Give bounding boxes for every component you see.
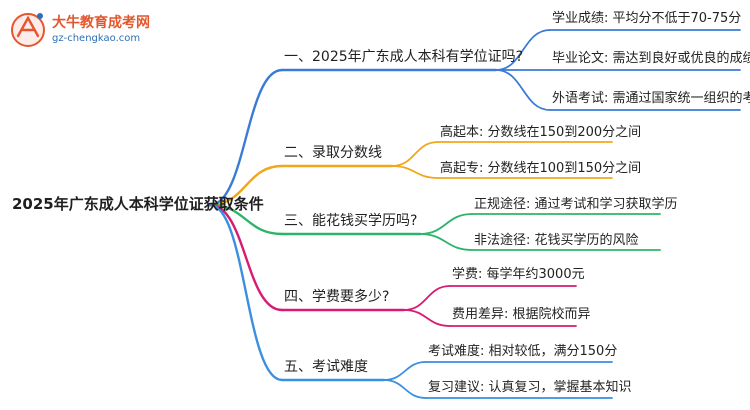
branch-4-label: 四、学费要多少?	[284, 289, 390, 305]
branch-4-leaf-2: 费用差异: 根据院校而异	[452, 307, 591, 322]
connector-branch-2-leaf-1	[391, 141, 439, 167]
branch-1-leaf-3: 外语考试: 需通过国家统一组织的考试	[552, 91, 750, 106]
branch-3-label: 三、能花钱买学历吗?	[284, 213, 418, 229]
branch-2-leaf-1: 高起本: 分数线在150到200分之间	[440, 125, 642, 140]
branch-1-leaf-1: 学业成绩: 平均分不低于70-75分	[552, 11, 742, 26]
connector-root-branch-1	[208, 68, 284, 207]
connector-root-branch-5	[208, 203, 284, 382]
connector-root-branch-3	[208, 203, 284, 236]
branch-4-leaf-1: 学费: 每学年约3000元	[452, 267, 585, 282]
branch-5-leaf-2: 复习建议: 认真复习，掌握基本知识	[428, 380, 632, 395]
connector-root-branch-4	[208, 203, 284, 312]
brand-title: 大牛教育成考网	[52, 15, 150, 31]
connector-branch-1-leaf-3	[495, 69, 551, 111]
brand-logo-icon	[11, 13, 45, 47]
connector-root-branch-2	[208, 164, 284, 207]
branch-2-label: 二、录取分数线	[284, 145, 382, 161]
brand-url: gz-chengkao.com	[52, 33, 141, 44]
connector-branch-3-leaf-1	[419, 213, 473, 235]
branch-5-leaf-1: 考试难度: 相对较低，满分150分	[428, 344, 618, 359]
branch-1-label: 一、2025年广东成人本科有学位证吗?	[284, 49, 524, 65]
connector-branch-5-leaf-2	[383, 379, 427, 399]
connector-branch-1-leaf-1	[495, 29, 551, 71]
connector-branch-3-leaf-2	[419, 233, 473, 251]
brand-block: 大牛教育成考网 gz-chengkao.com	[6, 8, 156, 52]
branch-3-leaf-2: 非法途径: 花钱买学历的风险	[474, 233, 639, 248]
root-topic: 2025年广东成人本科学位证获取条件	[12, 195, 264, 213]
branch-3-leaf-1: 正规途径: 通过考试和学习获取学历	[474, 197, 678, 212]
branch-1-leaf-2: 毕业论文: 需达到良好或优良的成绩	[552, 51, 750, 66]
connector-branch-2-leaf-2	[391, 165, 439, 179]
connector-branch-4-leaf-1	[403, 285, 451, 311]
branch-2-leaf-2: 高起专: 分数线在100到150分之间	[440, 161, 642, 176]
connector-branch-4-leaf-2	[403, 309, 451, 327]
branch-5-label: 五、考试难度	[284, 359, 368, 375]
connector-branch-5-leaf-1	[383, 361, 427, 381]
